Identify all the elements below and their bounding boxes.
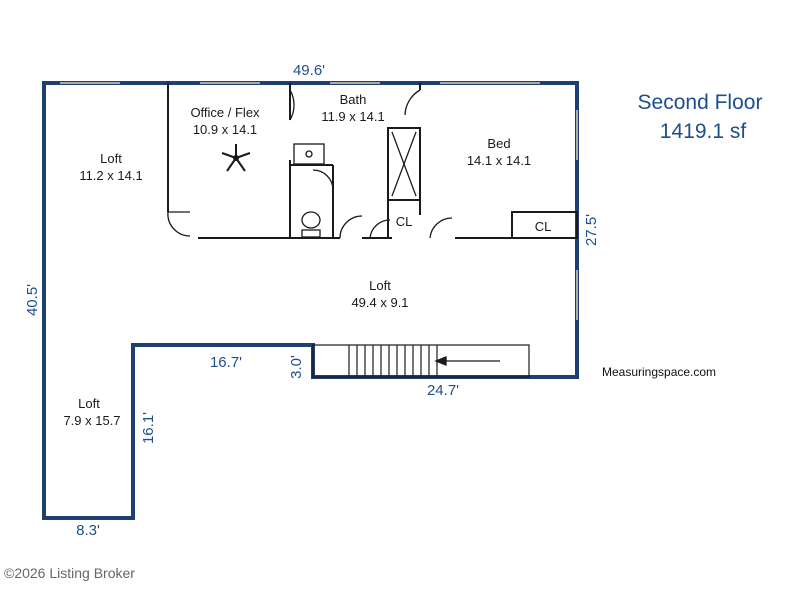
room-loft-lower-size: 7.9 x 15.7 [63, 413, 120, 428]
copyright-label: ©2026 Listing Broker [4, 565, 135, 581]
stair-arrow-icon [434, 356, 500, 366]
room-office-size: 10.9 x 14.1 [193, 122, 257, 137]
ceiling-fan-icon [221, 144, 251, 172]
floor-area: 1419.1 sf [660, 120, 747, 143]
fixtures [293, 131, 417, 238]
dim-right: 27.5' [583, 214, 600, 246]
toilet-icon [301, 211, 321, 229]
stairs [312, 344, 530, 378]
room-bed-size: 14.1 x 14.1 [467, 153, 531, 168]
closet-bed-label: CL [535, 219, 552, 234]
interior-walls [167, 83, 578, 239]
floor-title: Second Floor [638, 91, 763, 114]
brand-label: Measuringspace.com [602, 365, 716, 379]
room-loft-main-name: Loft [369, 278, 391, 293]
dim-stair-depth: 3.0' [288, 355, 305, 379]
room-bed-name: Bed [487, 136, 510, 151]
dim-top: 49.6' [293, 62, 325, 79]
room-loft-left-size: 11.2 x 14.1 [79, 168, 142, 183]
dim-bottom-right: 24.7' [427, 382, 459, 399]
room-loft-main-size: 49.4 x 9.1 [351, 295, 408, 310]
room-bath-size: 11.9 x 14.1 [321, 109, 384, 124]
room-loft-lower-name: Loft [78, 396, 100, 411]
closet-bath-label: CL [396, 214, 413, 229]
room-loft-left-name: Loft [100, 151, 122, 166]
sink-icon [293, 143, 325, 165]
room-office-name: Office / Flex [190, 105, 260, 120]
room-bath-name: Bath [340, 92, 367, 107]
dim-lower-height: 16.1' [140, 412, 157, 444]
door-swings [167, 89, 453, 239]
dim-left: 40.5' [24, 284, 41, 316]
dim-bottom-left: 8.3' [76, 522, 100, 539]
dim-inner-top: 16.7' [210, 354, 242, 371]
